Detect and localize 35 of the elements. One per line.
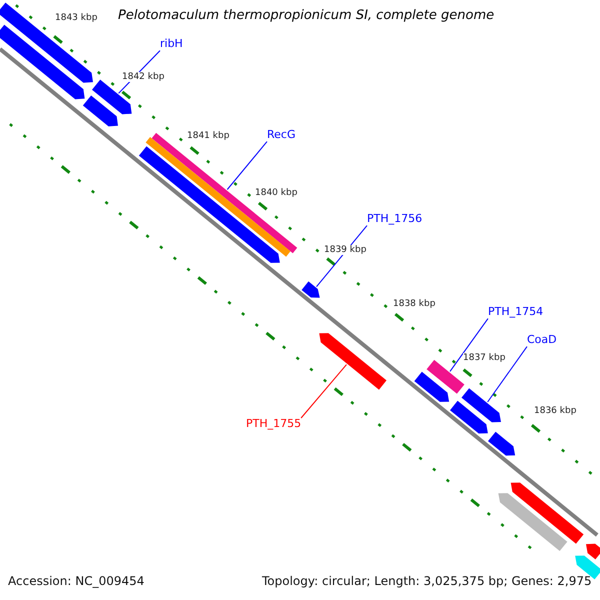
- gene-bar: [319, 333, 386, 390]
- gene-label: PTH_1756: [367, 213, 422, 226]
- gene-bar: [92, 80, 132, 114]
- scale-label: 1843 kbp: [55, 13, 98, 24]
- gene-bar: [302, 281, 320, 298]
- leader-line: [487, 346, 528, 402]
- scale-label: 1836 kbp: [534, 406, 576, 416]
- gene-bar: [510, 482, 584, 544]
- genome-info-label: Topology: circular; Length: 3,025,375 bp; Genes: 2,975: [262, 575, 592, 589]
- gene-bar: [0, 24, 85, 100]
- gene-bar: [450, 400, 488, 434]
- gene-bar: [82, 96, 118, 126]
- leader-line: [226, 141, 268, 190]
- gene-label: RecG: [267, 129, 296, 142]
- scale-label: 1841 kbp: [187, 131, 230, 142]
- scale-label: 1839 kbp: [324, 245, 366, 256]
- scale-label: 1842 kbp: [122, 72, 164, 82]
- leader-line: [450, 318, 488, 372]
- gene-bar: [414, 372, 450, 402]
- scale-label: 1838 kbp: [393, 299, 436, 310]
- gene-bar: [488, 432, 516, 456]
- scale-label: 1840 kbp: [255, 188, 298, 198]
- gene-label: CoaD: [527, 334, 557, 347]
- title: Pelotomaculum thermopropionicum SI, complete genome: [118, 9, 494, 24]
- gene-bar: [138, 146, 280, 263]
- gene-bar: [586, 544, 600, 560]
- gene-bar: [462, 388, 501, 422]
- gene-label: ribH: [160, 38, 183, 51]
- accession-label: Accession: NC_009454: [8, 575, 144, 589]
- gene-label: PTH_1754: [488, 306, 544, 319]
- gene-label: PTH_1755: [246, 418, 302, 431]
- scale-label: 1837 kbp: [463, 353, 506, 364]
- gene-bar: [426, 360, 464, 394]
- leader-line: [300, 364, 347, 418]
- gene-bar: [498, 493, 568, 551]
